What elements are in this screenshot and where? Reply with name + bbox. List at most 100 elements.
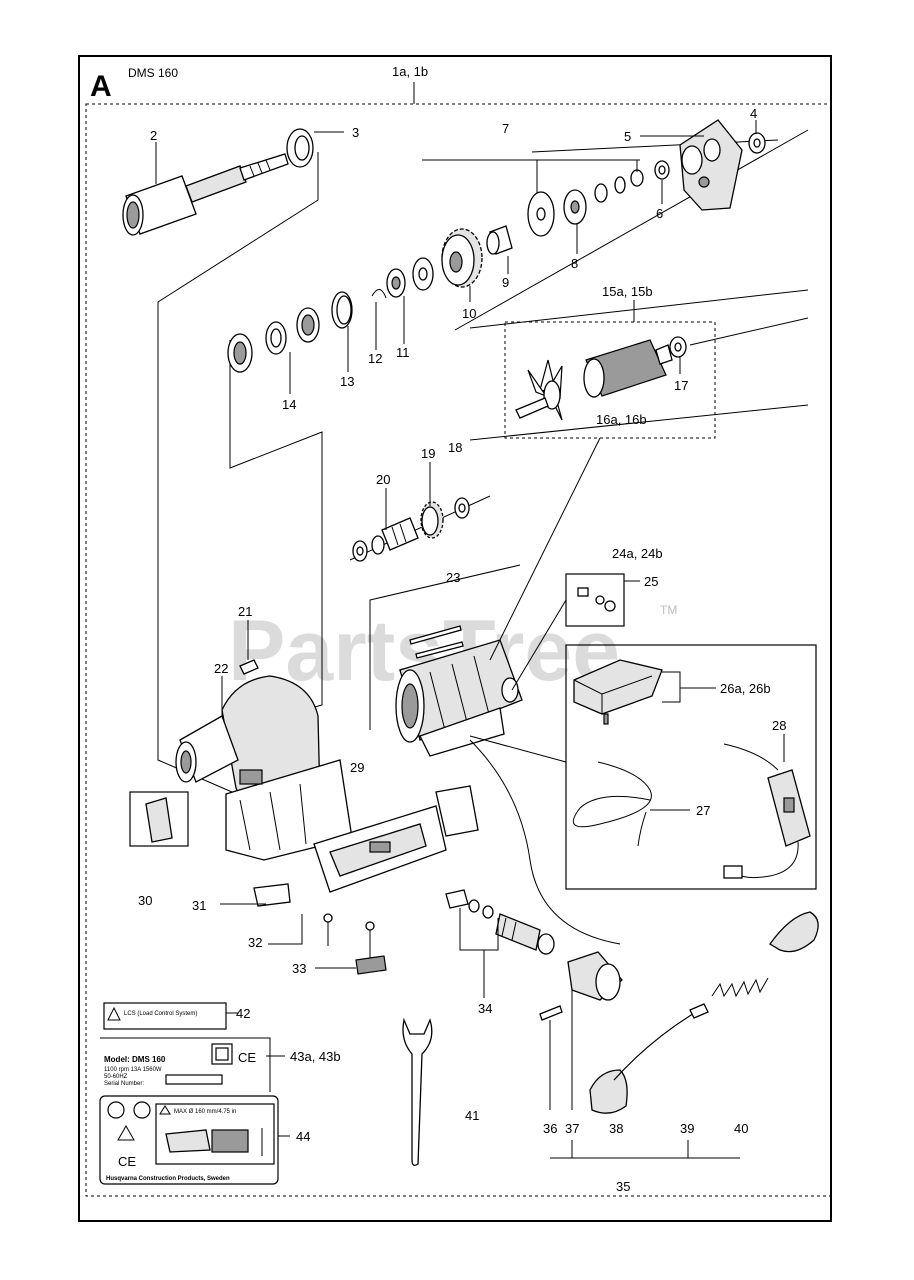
part-38-handle [589,1069,628,1114]
part-26-switch-block [573,659,716,725]
assembly-boundary [85,103,832,1197]
label-30: 30 [138,893,152,908]
label-14: 14 [282,397,296,412]
label-21: 21 [238,604,252,619]
part-19-gear [420,501,444,539]
label-12: 12 [368,351,382,366]
part-6-bearing [654,160,670,180]
model-title: DMS 160 [128,66,178,80]
part-9-bushing [486,225,513,255]
part-25-brush-parts [577,587,616,612]
section-letter: A [90,70,112,103]
decal-42-lcs: LCS (Load Control System) [103,1002,227,1030]
part-29-motor [395,639,523,757]
decal-43-nameplate: Model: DMS 160 1100 rpm 13A 1560W 50-60H… [100,1037,271,1092]
label-25: 25 [644,574,658,589]
label-43ab: 43a, 43b [290,1049,341,1064]
label-27: 27 [696,803,710,818]
part-2-spindle [122,153,289,236]
part-20-pinion-shaft [371,517,419,555]
part-labels: 1a, 1b 2 3 4 5 6 7 8 9 10 11 12 13 14 15… [138,64,786,1194]
decal-44-maker: Husqvarna Construction Products, Sweden [106,1176,230,1182]
part-36-screw [539,1005,563,1021]
part-13-circlip [331,291,353,329]
leader-32 [268,914,303,945]
label-32: 32 [248,935,262,950]
watermark-tm: TM [660,603,677,617]
part-23-screws [409,625,464,659]
label-23: 23 [446,570,460,585]
decal-43-freq: 50-60HZ [104,1074,128,1080]
part-7-washers [422,159,644,203]
part-7-large-washer [527,191,555,237]
part-39-flexible-shaft [613,1003,709,1081]
label-17: 17 [674,378,688,393]
rotor-assembly-box [504,321,716,439]
leader-17 [689,317,809,346]
label-4: 4 [750,106,757,121]
label-19: 19 [421,446,435,461]
label-41: 41 [465,1108,479,1123]
label-28: 28 [772,718,786,733]
label-1ab: 1a, 1b [392,64,428,79]
label-7: 7 [502,121,509,136]
detail-part [145,797,173,843]
decal-44-ce: CE [118,1154,136,1169]
label-10: 10 [462,306,476,321]
part-40-spring [711,911,819,998]
short-leaders [155,120,757,716]
decal-42-text: LCS (Load Control System) [124,1011,197,1017]
part-32-screw [323,913,333,946]
label-33: 33 [292,961,306,976]
label-24ab: 24a, 24b [612,546,663,561]
label-29: 29 [350,760,364,775]
part-34-shaft-parts [445,889,555,955]
label-40: 40 [734,1121,748,1136]
detail-box [129,791,189,847]
part-3-ring [286,128,314,168]
leader-25 [511,599,567,691]
part-20-bearings [352,497,470,562]
brush-parts-box [565,573,625,627]
part-33-knob [355,921,387,975]
electrical-parts-box [565,644,817,890]
part-27-cable [572,761,690,847]
label-42: 42 [236,1006,250,1021]
label-11: 11 [396,345,410,360]
label-31: 31 [192,898,206,913]
label-6: 6 [656,206,663,221]
part-17-bearing [669,336,687,358]
label-13: 13 [340,374,354,389]
part-10-gear [441,228,483,288]
decal-43-spec: 1100 rpm 13A 1560W [104,1067,162,1073]
part-4-washer [748,132,766,154]
leader-cable-box [469,735,567,763]
label-5: 5 [624,129,631,144]
part-16-rotor [515,339,673,421]
label-15ab: 15a, 15b [602,284,653,299]
label-8: 8 [571,256,578,271]
part-8-disc [563,189,587,225]
part-31-clamp [253,883,291,907]
part-10-washer [412,257,434,291]
label-26ab: 26a, 26b [720,681,771,696]
part-30-carriage [313,785,479,893]
part-28-plug-cord [723,734,811,879]
leader-34-a [459,908,499,951]
decal-43-ce: CE [238,1050,256,1065]
motor-cable [469,739,621,945]
decal-44-max: MAX Ø 160 mm/4.75 in [174,1109,236,1115]
leader-rotor-to-motor [489,437,601,661]
label-34: 34 [478,1001,492,1016]
part-11-bearing [386,268,406,298]
label-20: 20 [376,472,390,487]
label-9: 9 [502,275,509,290]
label-3: 3 [352,125,359,140]
label-44: 44 [296,1129,310,1144]
part-37-collar [567,951,623,1001]
part-14-bearing-set [227,307,320,373]
decal-44-warning: CE MAX Ø 160 mm/4.75 in Husqvarna Constr… [99,1095,279,1185]
label-35: 35 [616,1179,630,1194]
part-41-wrench [402,1017,433,1166]
